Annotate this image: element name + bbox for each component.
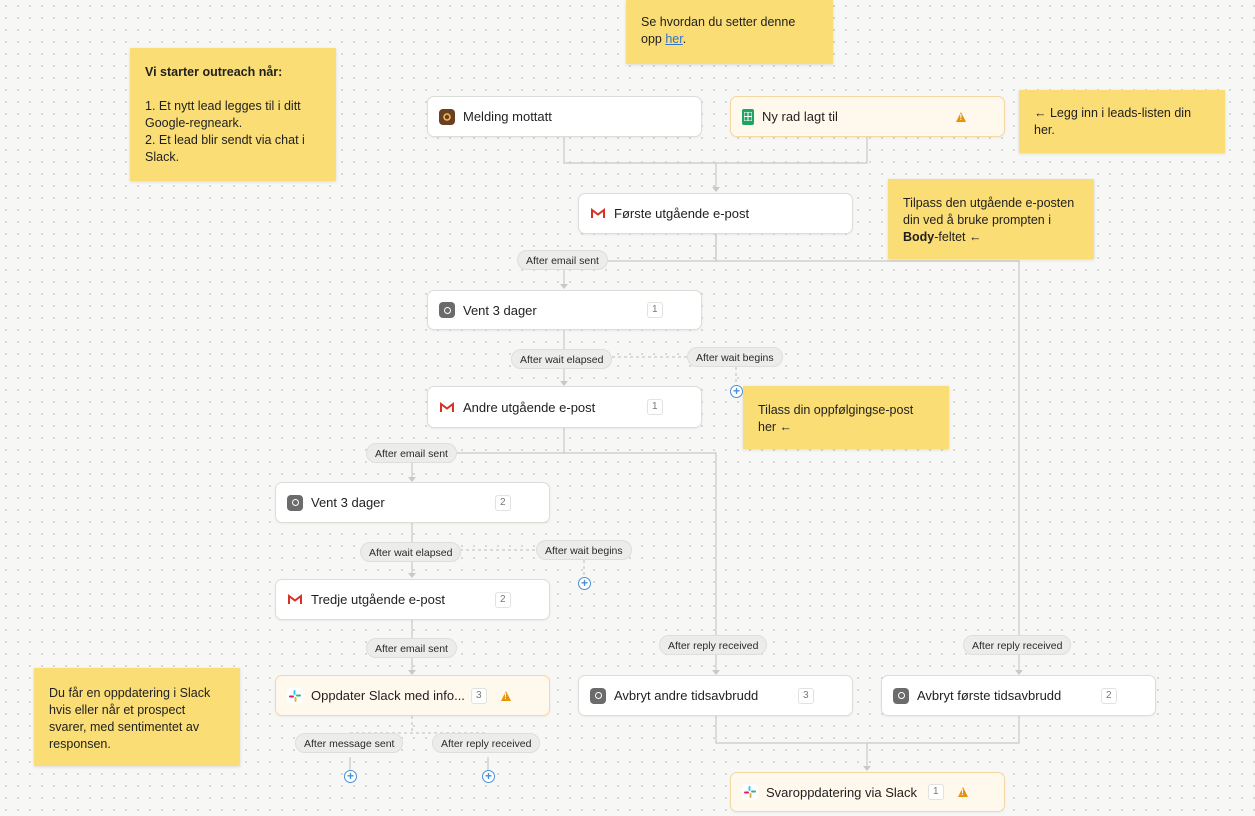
- clock-icon: [893, 687, 909, 704]
- step-badge: 1: [647, 302, 663, 318]
- node-wait-1[interactable]: Vent 3 dager 1: [427, 290, 702, 330]
- step-badge: 1: [928, 784, 944, 800]
- path-label-reply-received[interactable]: After reply received: [659, 635, 768, 655]
- warning-icon: [957, 787, 968, 797]
- node-message-received[interactable]: Melding mottatt: [427, 96, 702, 137]
- node-label: Avbryt første tidsavbrudd: [917, 688, 1062, 703]
- node-wait-2[interactable]: Vent 3 dager 2: [275, 482, 550, 523]
- node-slack-update[interactable]: Oppdater Slack med info... 3: [275, 675, 550, 716]
- setup-note: Se hvordan du setter denne opp her.: [626, 0, 833, 64]
- node-new-row[interactable]: Ny rad lagt til: [730, 96, 1005, 137]
- node-label: Første utgående e-post: [614, 206, 750, 221]
- node-label: Svaroppdatering via Slack: [766, 784, 918, 800]
- slack-update-note: Du får en oppdatering i Slack hvis eller…: [34, 668, 240, 766]
- step-badge: 3: [798, 687, 814, 704]
- gmail-icon: [590, 205, 606, 222]
- start-note-title: Vi starter outreach når:: [145, 65, 283, 79]
- path-label-email-sent[interactable]: After email sent: [517, 250, 608, 270]
- add-step-button[interactable]: +: [482, 770, 495, 783]
- path-label-reply-received[interactable]: After reply received: [963, 635, 1072, 655]
- gmail-icon: [287, 591, 303, 608]
- add-step-button[interactable]: +: [578, 577, 591, 590]
- customize-note: Tilpass den utgående e-posten din ved å …: [888, 179, 1094, 259]
- step-badge: 2: [1101, 687, 1117, 704]
- path-label-email-sent[interactable]: After email sent: [366, 638, 457, 658]
- node-label: Vent 3 dager: [311, 495, 385, 510]
- leads-note: ← Legg inn i leads-listen din her.: [1019, 90, 1225, 153]
- step-badge: 3: [471, 687, 487, 704]
- warning-icon: [500, 690, 511, 701]
- path-label-wait-begins[interactable]: After wait begins: [536, 540, 632, 560]
- path-label-wait-begins[interactable]: After wait begins: [687, 347, 783, 367]
- start-note-item: 1. Et nytt lead legges til i ditt Google…: [145, 99, 301, 130]
- node-first-email[interactable]: Første utgående e-post: [578, 193, 853, 234]
- add-step-button[interactable]: +: [344, 770, 357, 783]
- step-badge: 2: [495, 591, 511, 608]
- node-third-email[interactable]: Tredje utgående e-post 2: [275, 579, 550, 620]
- step-badge: 2: [495, 494, 511, 511]
- node-cancel-second-timeout[interactable]: Avbryt andre tidsavbrudd 3: [578, 675, 853, 716]
- node-label: Ny rad lagt til: [762, 109, 838, 124]
- node-cancel-first-timeout[interactable]: Avbryt første tidsavbrudd 2: [881, 675, 1156, 716]
- node-label: Vent 3 dager: [463, 302, 537, 318]
- start-note: Vi starter outreach når: 1. Et nytt lead…: [130, 48, 336, 181]
- google-sheets-icon: [742, 108, 754, 125]
- clock-icon: [439, 302, 455, 318]
- node-label: Oppdater Slack med info...: [311, 688, 465, 703]
- node-label: Tredje utgående e-post: [311, 592, 445, 607]
- slack-icon: [742, 784, 758, 800]
- path-label-wait-elapsed[interactable]: After wait elapsed: [360, 542, 462, 562]
- start-note-item: 2. Et lead blir sendt via chat i Slack.: [145, 133, 305, 164]
- node-label: Avbryt andre tidsavbrudd: [614, 688, 759, 703]
- add-step-button[interactable]: +: [730, 385, 743, 398]
- path-label-message-sent[interactable]: After message sent: [295, 733, 404, 753]
- slack-icon: [287, 687, 303, 704]
- node-second-email[interactable]: Andre utgående e-post 1: [427, 386, 702, 428]
- followup-note: Tilass din oppfølgingse-post her ←: [743, 386, 949, 449]
- path-label-email-sent[interactable]: After email sent: [366, 443, 457, 463]
- warning-icon: [956, 111, 966, 122]
- node-label: Andre utgående e-post: [463, 399, 596, 415]
- node-label: Melding mottatt: [463, 109, 552, 124]
- path-label-reply-received[interactable]: After reply received: [432, 733, 541, 753]
- path-label-wait-elapsed[interactable]: After wait elapsed: [511, 349, 613, 369]
- webhook-icon: [439, 108, 455, 125]
- gmail-icon: [439, 399, 455, 415]
- clock-icon: [590, 687, 606, 704]
- setup-link[interactable]: her: [665, 32, 683, 46]
- step-badge: 1: [647, 399, 663, 415]
- clock-icon: [287, 494, 303, 511]
- node-reply-slack[interactable]: Svaroppdatering via Slack 1: [730, 772, 1005, 812]
